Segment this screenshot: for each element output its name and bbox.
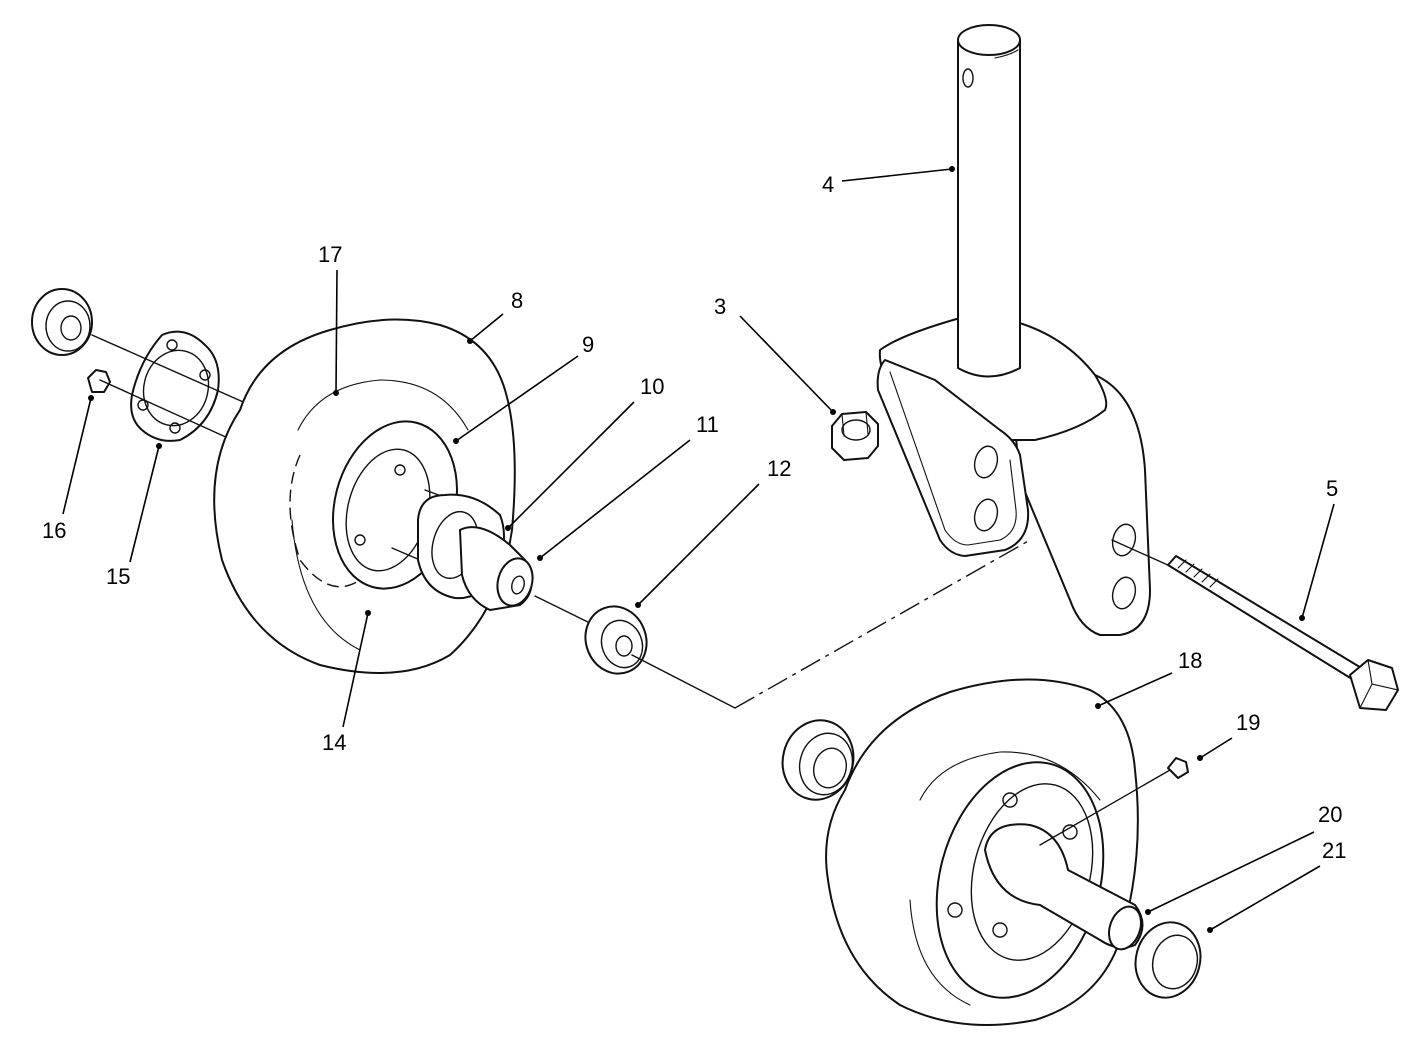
spacer-plate <box>130 330 220 442</box>
svg-text:11: 11 <box>696 412 719 437</box>
callout-17: 17 <box>318 242 342 396</box>
svg-text:20: 20 <box>1318 802 1342 827</box>
callout-4: 4 <box>822 166 955 197</box>
caster-fork <box>876 317 1151 636</box>
svg-text:16: 16 <box>42 518 66 543</box>
callout-10: 10 <box>505 374 664 531</box>
svg-text:8: 8 <box>511 288 523 313</box>
right-hub-tube <box>984 823 1144 951</box>
svg-text:5: 5 <box>1326 476 1338 501</box>
callout-21: 21 <box>1207 838 1346 933</box>
callout-16: 16 <box>42 395 94 543</box>
svg-text:14: 14 <box>322 730 346 755</box>
svg-text:9: 9 <box>582 332 594 357</box>
callout-11: 11 <box>537 412 719 561</box>
left-outer-bearing <box>31 288 93 356</box>
lock-nut <box>831 411 879 461</box>
callout-14: 14 <box>322 610 371 755</box>
callout-15: 15 <box>106 443 162 589</box>
callout-18: 18 <box>1095 648 1202 709</box>
svg-text:4: 4 <box>822 172 834 197</box>
callout-5: 5 <box>1299 476 1338 621</box>
svg-text:10: 10 <box>640 374 664 399</box>
svg-text:21: 21 <box>1322 838 1346 863</box>
callout-9: 9 <box>453 332 594 444</box>
svg-text:15: 15 <box>106 564 130 589</box>
svg-text:19: 19 <box>1236 710 1260 735</box>
hub-sleeve <box>459 526 534 611</box>
axle-bolt <box>1167 555 1399 711</box>
inner-bearing <box>584 605 648 675</box>
svg-text:12: 12 <box>767 456 791 481</box>
svg-text:17: 17 <box>318 242 342 267</box>
small-nut <box>87 369 111 393</box>
right-inner-bearing <box>1134 921 1202 999</box>
callout-8: 8 <box>467 288 523 344</box>
fork-stem <box>957 24 1021 378</box>
grease-fitting <box>1167 757 1189 779</box>
callout-20: 20 <box>1145 802 1342 915</box>
callout-12: 12 <box>635 456 791 608</box>
right-outer-bearing <box>781 719 855 801</box>
svg-text:18: 18 <box>1178 648 1202 673</box>
callout-3: 3 <box>714 294 836 415</box>
callout-19: 19 <box>1197 710 1260 761</box>
svg-text:3: 3 <box>714 294 726 319</box>
